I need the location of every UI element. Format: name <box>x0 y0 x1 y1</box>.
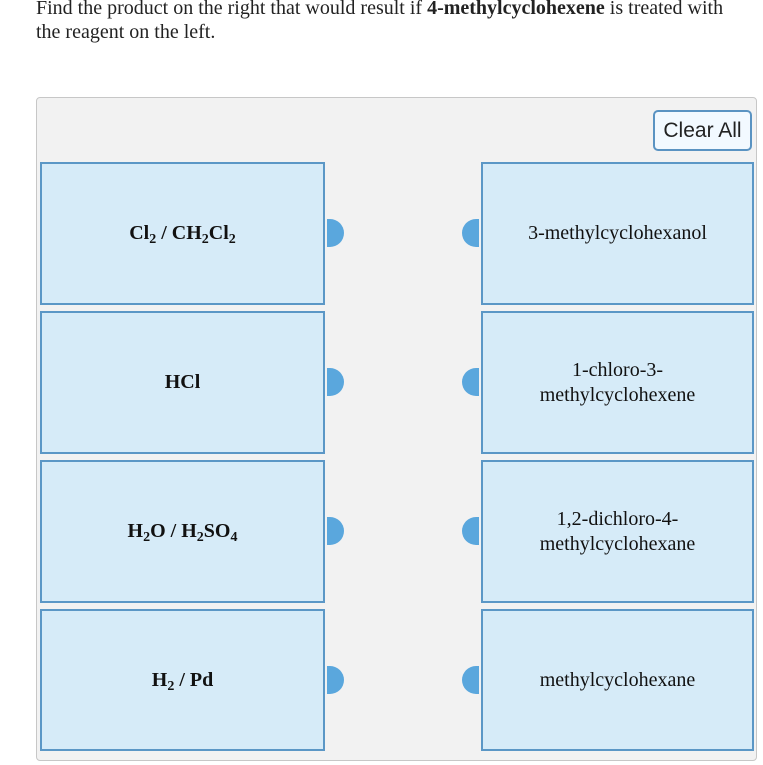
product-card[interactable]: 1,2-dichloro-4-methylcyclohexane <box>481 460 754 603</box>
reagent-card-h2-pd[interactable]: H2 / Pd <box>40 609 325 751</box>
reagent-label: H2O / H2SO4 <box>127 520 238 545</box>
question-text: Find the product on the right that would… <box>36 0 736 44</box>
product-label: 1-chloro-3-methylcyclohexene <box>539 358 696 406</box>
product-label: methylcyclohexane <box>539 668 696 691</box>
question-compound: 4-methylcyclohexene <box>427 0 605 19</box>
question-before: Find the product on the right that would… <box>36 0 428 19</box>
product-card[interactable]: 3-methylcyclohexanol <box>481 162 754 305</box>
question-after: is treated with the reagent on the left. <box>36 0 724 43</box>
product-label: 3-methylcyclohexanol <box>528 222 707 244</box>
reagent-label: Cl2 / CH2Cl2 <box>129 222 236 247</box>
product-card[interactable]: 1-chloro-3-methylcyclohexene <box>481 311 754 454</box>
reagent-connector-tab[interactable] <box>327 517 344 545</box>
product-label: 1,2-dichloro-4-methylcyclohexane <box>539 507 696 555</box>
clear-all-button[interactable]: Clear All <box>653 110 752 151</box>
product-card[interactable]: methylcyclohexane <box>481 609 754 751</box>
reagent-card-cl2[interactable]: Cl2 / CH2Cl2 <box>40 162 325 305</box>
product-connector-tab[interactable] <box>462 517 479 545</box>
reagent-connector-tab[interactable] <box>327 666 344 694</box>
reagent-card-hcl[interactable]: HCl <box>40 311 325 454</box>
reagent-connector-tab[interactable] <box>327 368 344 396</box>
reagent-label: H2 / Pd <box>151 668 214 694</box>
product-connector-tab[interactable] <box>462 666 479 694</box>
product-connector-tab[interactable] <box>462 219 479 247</box>
reagent-connector-tab[interactable] <box>327 219 344 247</box>
product-connector-tab[interactable] <box>462 368 479 396</box>
reagent-card-h2o-h2so4[interactable]: H2O / H2SO4 <box>40 460 325 603</box>
reagent-label: HCl <box>164 371 201 393</box>
